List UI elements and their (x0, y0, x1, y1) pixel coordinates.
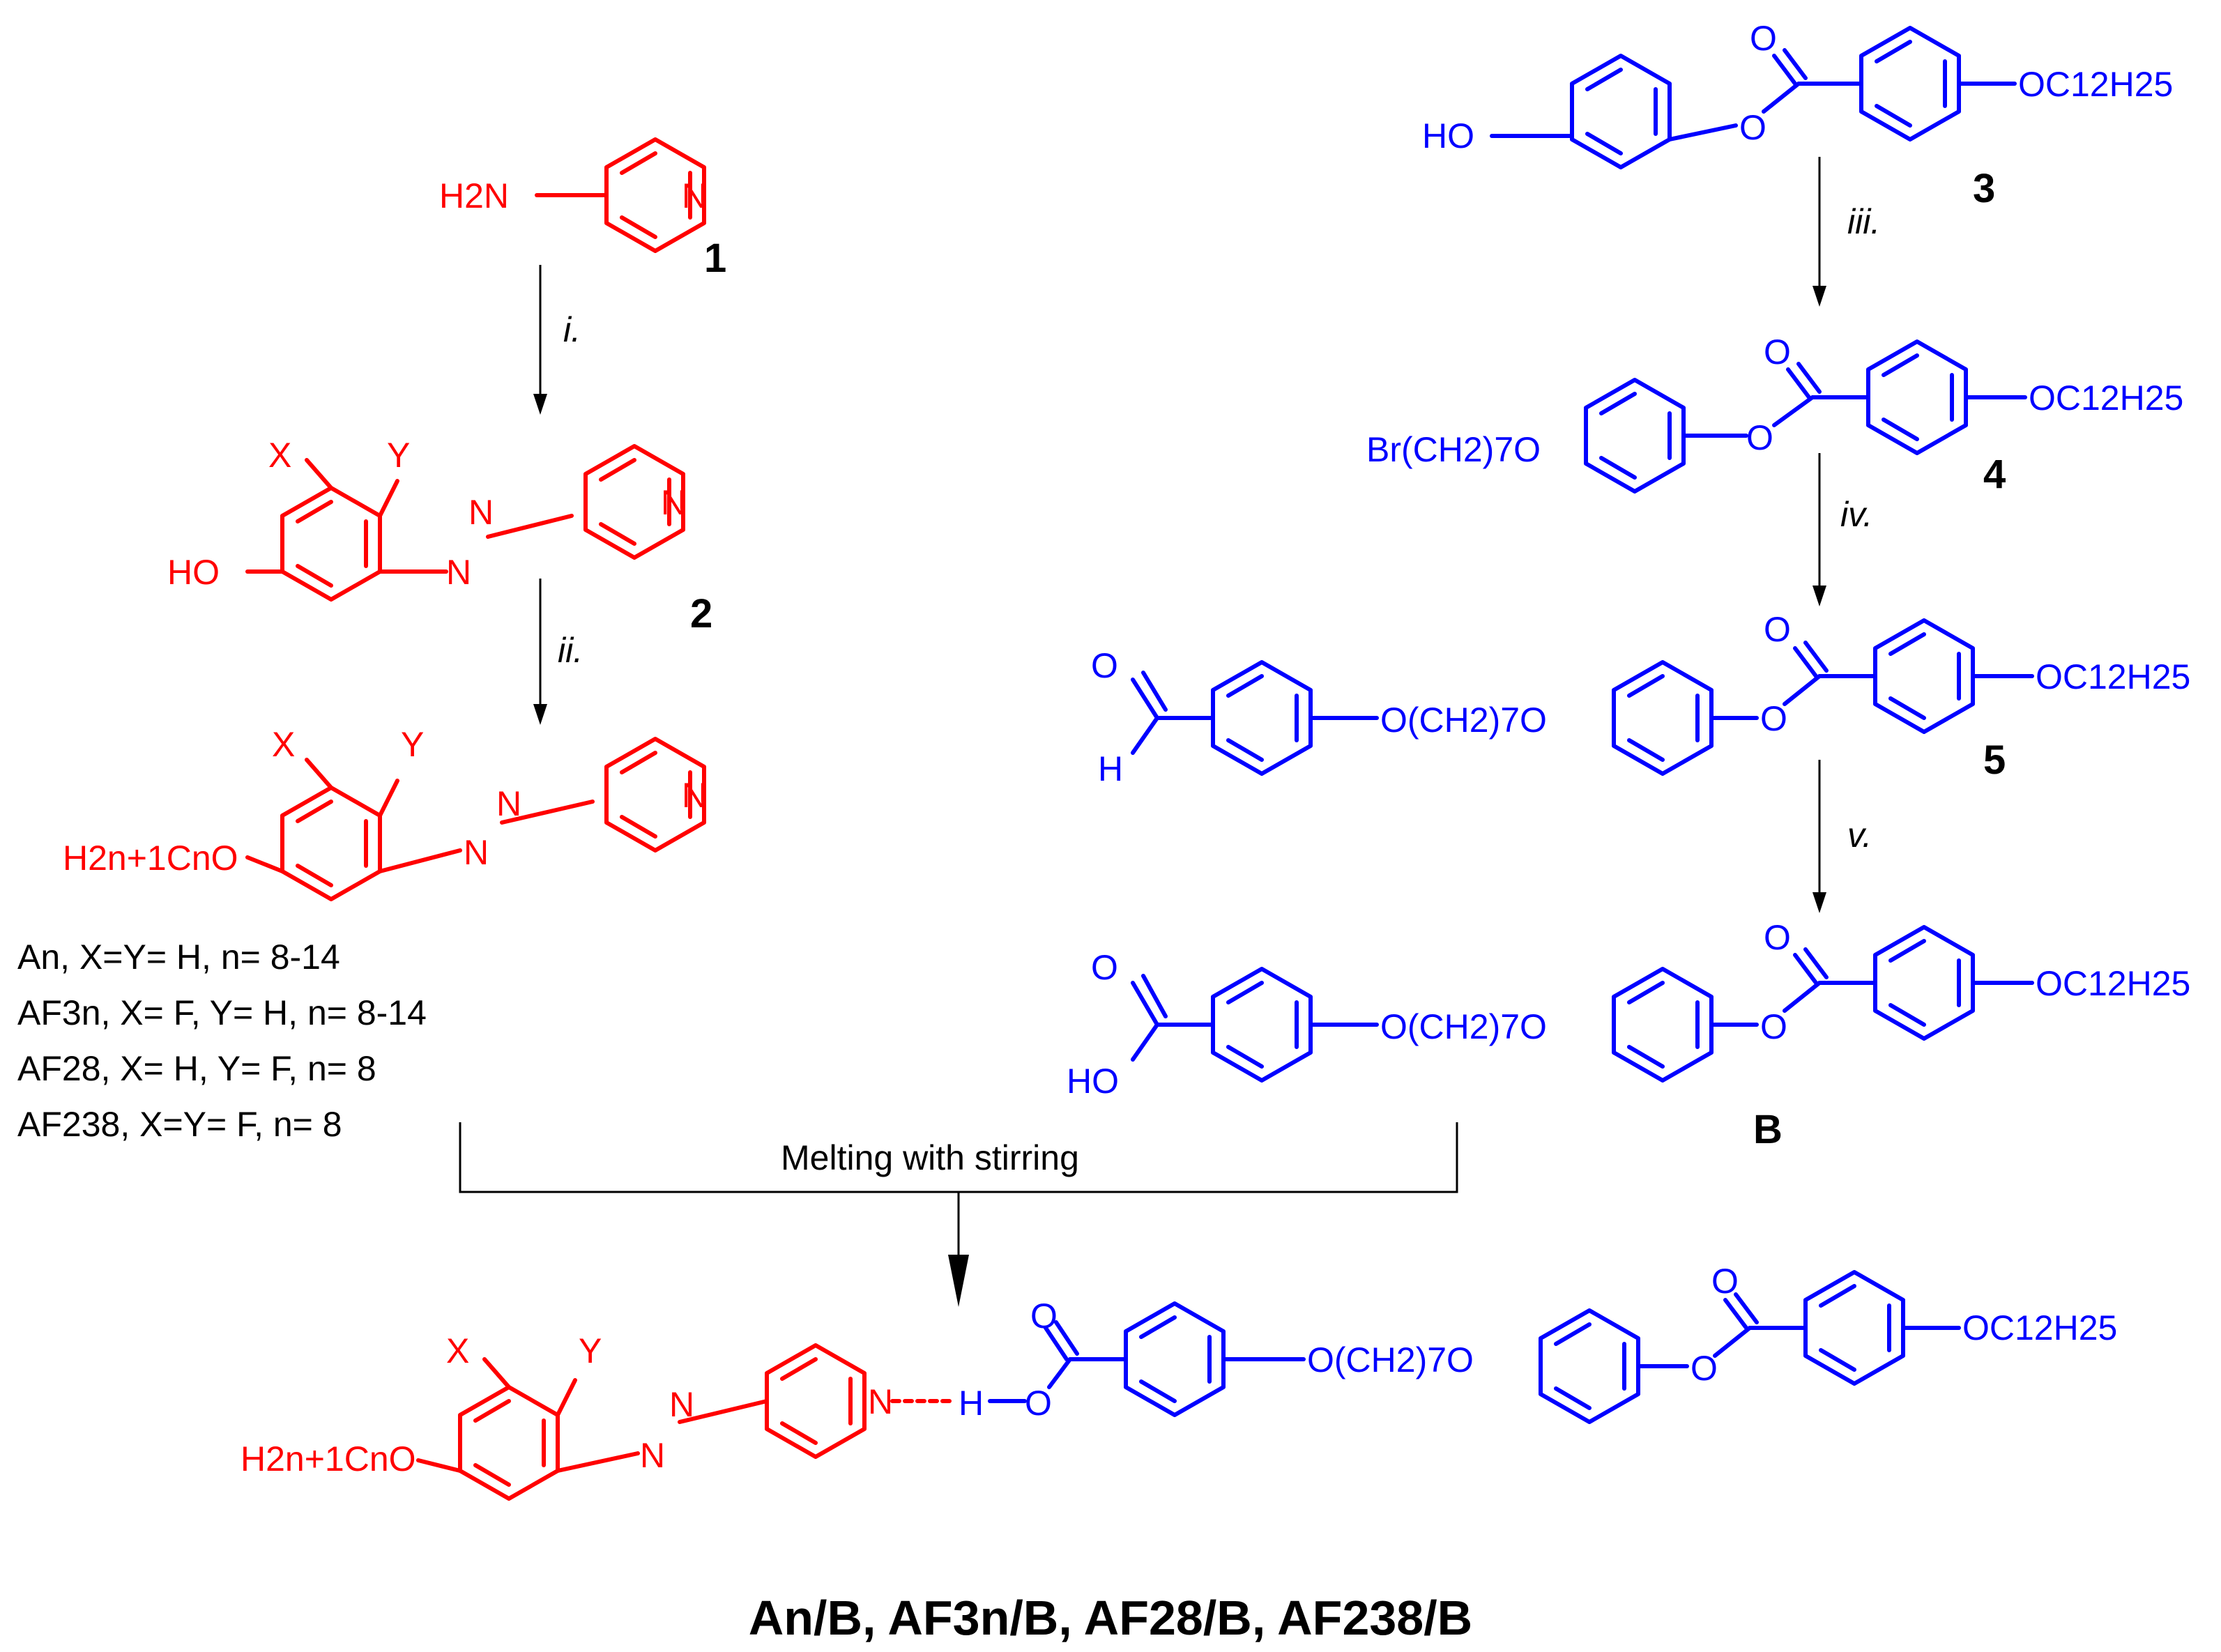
acid-o-label-final: O (1025, 1384, 1052, 1423)
arrow-step-ii: ii. (533, 579, 583, 725)
dodecyloxy-label-3: OC12H25 (2018, 65, 2173, 104)
arrow-step-iii: iii. (1812, 157, 1880, 307)
azo-n-label-final-b: N (669, 1385, 694, 1424)
dodecyloxy-label-5: OC12H25 (2036, 657, 2190, 696)
compound-number-1: 1 (704, 236, 726, 281)
ester-o-label-B: O (1760, 1007, 1787, 1046)
step-label-iii: iii. (1847, 202, 1880, 241)
carbonyl-o-label-5: O (1764, 610, 1791, 649)
azo-n-label-Ab: N (496, 784, 521, 823)
series-item-4: AF238, X=Y= F, n= 8 (17, 1105, 342, 1144)
final-complex: X Y H2n+1CnO N N N H O O O(CH2)7O O (241, 1262, 2117, 1501)
amine-label: H2N (439, 176, 509, 215)
x-label-2: X (268, 436, 291, 475)
series-legend: An, X=Y= H, n= 8-14 AF3n, X= F, Y= H, n=… (17, 938, 427, 1144)
ester-o-label-3: O (1739, 108, 1766, 147)
compound-number-5: 5 (1983, 737, 2006, 783)
compound-B-acid: O HO O(CH2)7O O O OC12H25 B (1067, 918, 2190, 1152)
azo-n-label-final-a: N (640, 1436, 665, 1475)
hydroxyl-label-2: HO (167, 553, 220, 592)
compound-label-B: B (1753, 1107, 1783, 1152)
compound-number-4: 4 (1983, 452, 2006, 497)
compound-A-alkoxyazo: X Y H2n+1CnO N N N (63, 725, 707, 901)
alkoxy-label-A: H2n+1CnO (63, 839, 238, 878)
heptyl-chain-label-final: O(CH2)7O (1307, 1340, 1474, 1379)
x-label-final: X (446, 1331, 469, 1370)
carbonyl-o-label-final-2: O (1711, 1262, 1739, 1301)
arrow-step-v: v. (1812, 760, 1872, 913)
compound-4-bromoheptyloxy-ester: Br(CH2)7O O O OC12H25 4 (1366, 332, 2183, 497)
bromo-chain-label-4: Br(CH2)7O (1366, 430, 1541, 469)
series-item-3: AF28, X= H, Y= F, n= 8 (17, 1049, 376, 1088)
acid-o-label-B: O (1091, 948, 1118, 987)
pyridine-n-label-2: N (661, 483, 686, 522)
step-label-v: v. (1847, 816, 1872, 855)
step-label-i: i. (563, 310, 581, 349)
step-label-iv: iv. (1840, 495, 1872, 534)
pyridine-n-label-final: N (868, 1382, 893, 1421)
alkoxy-label-final: H2n+1CnO (241, 1439, 416, 1478)
ester-o-label-5: O (1760, 699, 1787, 738)
carbonyl-o-label-3: O (1750, 19, 1777, 58)
compound-3-hydroxyphenyl-ester: HO O O OC12H25 3 (1422, 19, 2173, 211)
combine-label: Melting with stirring (781, 1138, 1079, 1177)
heptyl-chain-label-5: O(CH2)7O (1380, 701, 1547, 740)
azo-n-label-2a: N (446, 553, 471, 592)
series-item-1: An, X=Y= H, n= 8-14 (17, 938, 340, 977)
compound-number-2: 2 (690, 591, 712, 636)
pyridine-n-label-1: N (682, 176, 707, 215)
series-item-2: AF3n, X= F, Y= H, n= 8-14 (17, 993, 427, 1032)
arrow-step-iv: iv. (1812, 453, 1872, 606)
final-title: An/B, AF3n/B, AF28/B, AF238/B (749, 1591, 1472, 1645)
step-label-ii: ii. (558, 631, 583, 670)
dodecyloxy-label-B: OC12H25 (2036, 964, 2190, 1003)
pyridine-n-label-A: N (682, 776, 707, 815)
hydroxyl-label-3: HO (1422, 116, 1474, 155)
compound-2-hydroxyazo: X Y HO N N N 2 (167, 436, 712, 636)
carbonyl-o-label-B: O (1764, 918, 1791, 957)
arrow-step-i: i. (533, 265, 581, 415)
aldehyde-o-label-5: O (1091, 646, 1118, 685)
y-label-2: Y (387, 436, 410, 475)
dodecyloxy-label-4: OC12H25 (2029, 378, 2183, 418)
y-label-A: Y (401, 725, 424, 764)
carbonyl-o-label-final-1: O (1030, 1297, 1058, 1336)
y-label-final: Y (579, 1331, 602, 1370)
combination-bracket: Melting with stirring (459, 1122, 1458, 1307)
acid-hydroxyl-label-B: HO (1067, 1062, 1119, 1101)
ester-o-label-4: O (1746, 418, 1773, 457)
compound-5-aldehyde: O H O(CH2)7O O O OC12H25 5 (1091, 610, 2190, 788)
azo-n-label-Aa: N (464, 833, 489, 872)
dodecyloxy-label-final: OC12H25 (1962, 1308, 2117, 1347)
compound-1-aminopyridine: H2N N 1 (439, 137, 726, 281)
carbonyl-o-label-4: O (1764, 332, 1791, 372)
h-bond-h-label: H (959, 1384, 984, 1423)
ester-o-label-final: O (1690, 1349, 1718, 1388)
x-label-A: X (272, 725, 295, 764)
azo-n-label-2b: N (468, 493, 494, 532)
compound-number-3: 3 (1973, 166, 1995, 211)
heptyl-chain-label-B: O(CH2)7O (1380, 1007, 1547, 1046)
aldehyde-h-label-5: H (1098, 749, 1123, 788)
